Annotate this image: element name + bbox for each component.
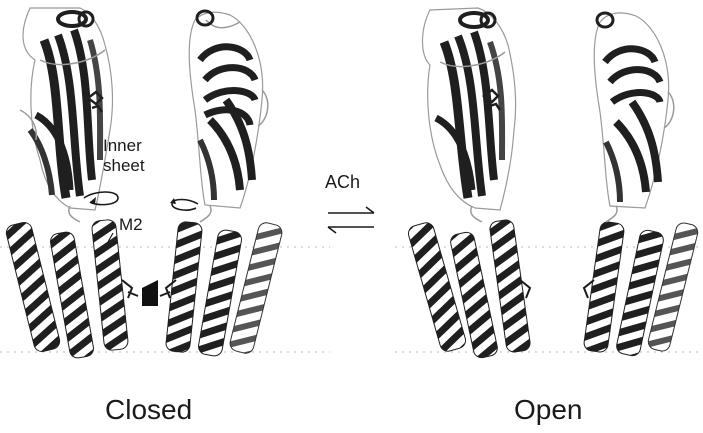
- open-transmembrane-domain: [407, 206, 700, 359]
- ligand-label: ACh: [325, 172, 360, 193]
- open-right-extracellular-domain: [594, 13, 674, 208]
- m2-label: M2: [119, 215, 143, 235]
- closed-right-extracellular-domain: [170, 11, 268, 210]
- closed-left-extracellular-domain: [20, 8, 118, 210]
- inner-sheet-label: Inner sheet: [103, 136, 145, 176]
- closed-state: [5, 8, 284, 359]
- gate-block-icon: [142, 280, 158, 306]
- open-state-label: Open: [514, 394, 583, 426]
- inner-sheet-label-line2: sheet: [103, 156, 145, 176]
- equilibrium-arrows-icon: [328, 207, 374, 233]
- inner-sheet-label-line1: Inner: [103, 136, 145, 156]
- open-state: [407, 8, 700, 359]
- open-left-extracellular-domain: [423, 8, 516, 210]
- closed-state-label: Closed: [105, 394, 192, 426]
- closed-transmembrane-domain: [5, 206, 284, 359]
